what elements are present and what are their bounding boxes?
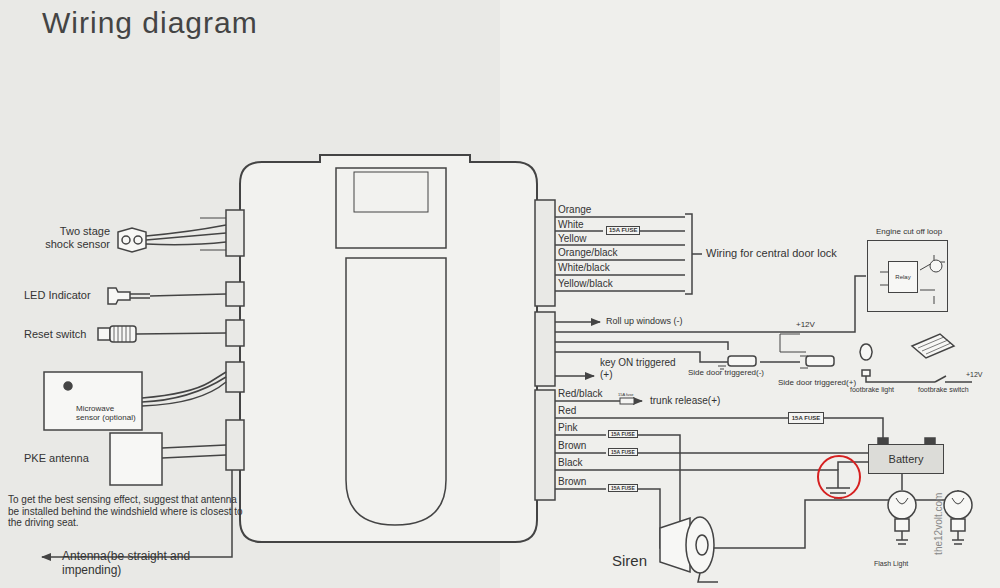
- fuse-label: 15A FUSE: [608, 484, 638, 492]
- fuse-label: 15A FUSE: [608, 448, 638, 456]
- part-name: footbrake light: [850, 386, 894, 394]
- note-text: To get the best sensing effect, suggest …: [8, 494, 244, 529]
- part-name: footbrake switch: [918, 386, 969, 394]
- battery-box: Battery: [868, 444, 944, 474]
- signal-name: Side door triggered(-): [688, 368, 764, 377]
- watermark: the12volt.com: [933, 493, 945, 555]
- part-name: Siren: [612, 552, 647, 569]
- node-text: Battery: [889, 453, 924, 465]
- part-name: PKE antenna: [24, 452, 89, 465]
- part-name: Microwave sensor (optional): [76, 404, 138, 422]
- signal-name: Side door triggered(+): [778, 378, 856, 387]
- diagram-title: Wiring diagram: [42, 6, 258, 40]
- part-name: LED Indicator: [24, 289, 91, 302]
- signal-name: +12V: [796, 320, 815, 329]
- wire-color: Brown: [558, 440, 586, 452]
- signal-name: Roll up windows (-): [606, 316, 683, 326]
- part-name: Two stage shock sensor: [30, 225, 110, 250]
- fuse-label: 15A fuse: [618, 393, 634, 398]
- wire-color: Red: [558, 405, 576, 417]
- wire-connector: [824, 418, 883, 444]
- wire-color: White/black: [558, 262, 610, 274]
- part-name: Reset switch: [24, 328, 86, 341]
- fuse-label: 15A FUSE: [606, 226, 640, 235]
- wire-color: Pink: [558, 422, 577, 434]
- wire-color: White: [558, 219, 584, 231]
- wire-color: Orange: [558, 204, 591, 216]
- group-label: Wiring for central door lock: [706, 247, 837, 260]
- wire-color: Orange/black: [558, 247, 617, 259]
- signal-name: +12V: [966, 371, 983, 379]
- node-text: 15A FUSE: [792, 415, 820, 422]
- node-text: Relay: [895, 274, 910, 281]
- wire-color: Yellow: [558, 233, 587, 245]
- fuse-box: 15A FUSE: [788, 412, 824, 424]
- node-text: Engine cut off loop: [876, 228, 942, 237]
- signal-name: trunk release(+): [650, 395, 720, 407]
- relay-box: Relay: [888, 261, 918, 293]
- fuse-label: 15A FUSE: [608, 430, 638, 438]
- part-name: Flash Light: [874, 560, 908, 568]
- wire-color: Red/black: [558, 388, 602, 400]
- wire-color: Black: [558, 457, 582, 469]
- wire-color: Yellow/black: [558, 278, 613, 290]
- part-name: Antenna(be straight and impending): [62, 550, 232, 578]
- engine-cutoff-box: Engine cut off loopRelay: [867, 240, 948, 312]
- wire-color: Brown: [558, 476, 586, 488]
- signal-name: key ON triggered (+): [600, 357, 678, 380]
